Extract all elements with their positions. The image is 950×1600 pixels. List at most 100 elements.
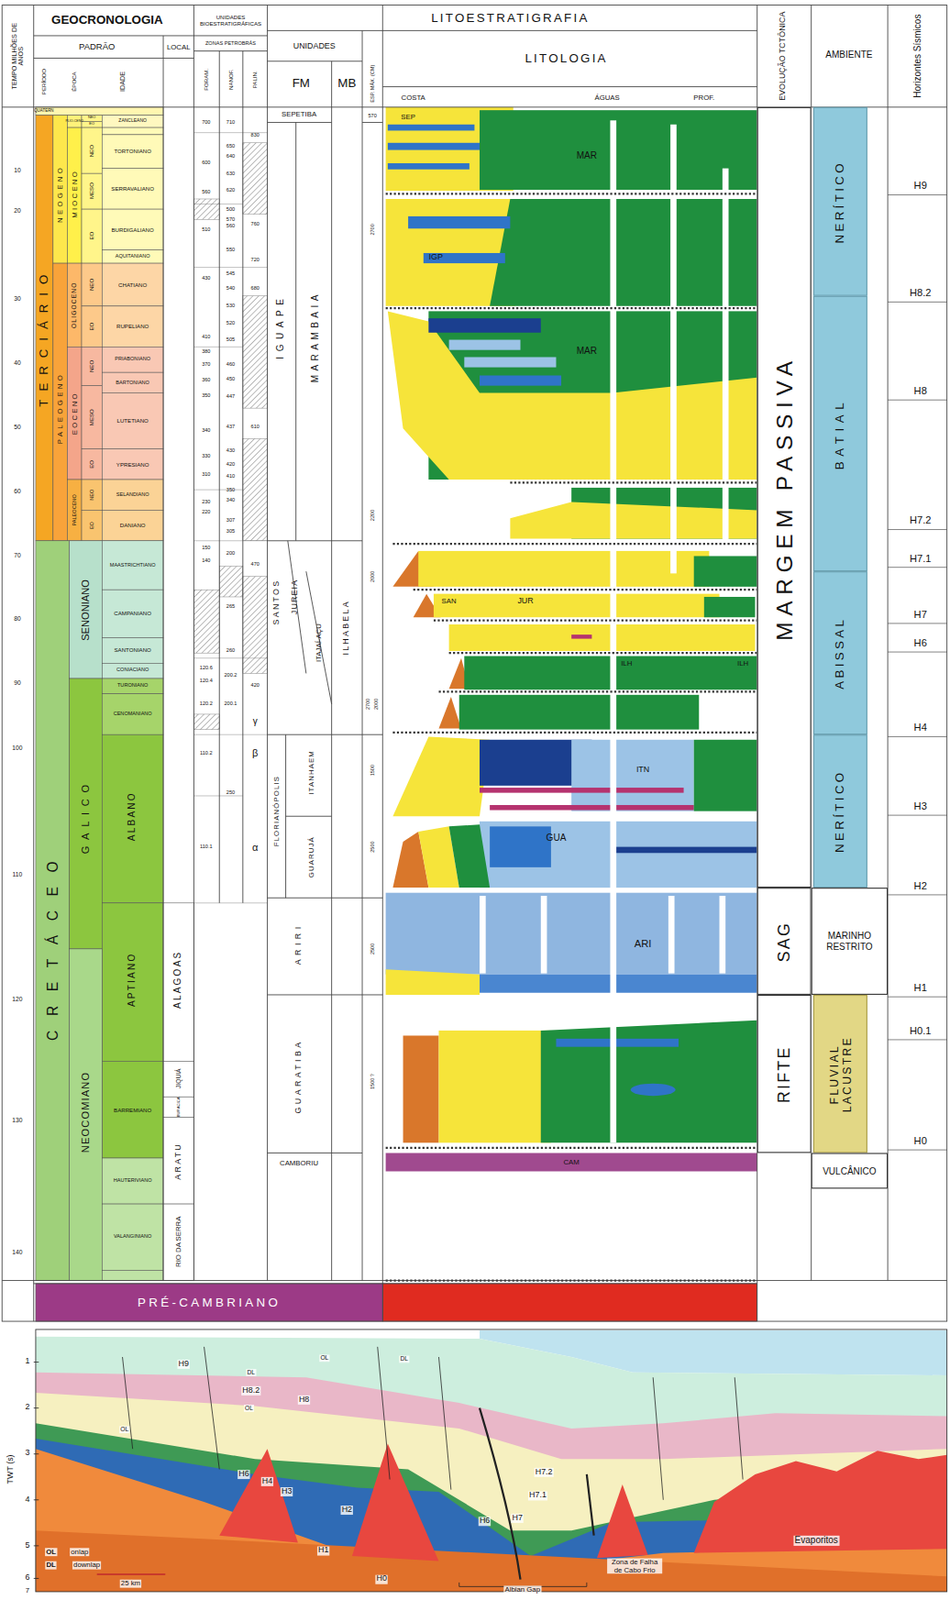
chart-label: 505 (226, 336, 235, 343)
chart-label: 120.2 (199, 701, 213, 707)
chart-label: TURONIANO (117, 683, 148, 689)
environment-band: MARINHO RESTRITO (811, 887, 888, 995)
geochron-cells (81, 479, 102, 510)
chart-label: EVOLUÇÃO TCTÔNICA (779, 10, 789, 102)
table-grid (362, 897, 383, 899)
lithology-column (489, 826, 552, 868)
chart-label: 150 (201, 545, 210, 552)
geochron-cells (53, 263, 68, 542)
fault-lines (33, 1453, 40, 1455)
chart-label: MESO (88, 408, 96, 426)
seismic-section (35, 1336, 948, 1592)
chart-label: YPRESIANO (116, 461, 150, 468)
biozone-gaps (193, 589, 220, 653)
chart-label: 40 (13, 359, 21, 366)
table-grid (267, 734, 363, 736)
chart-label: H0 (914, 1135, 928, 1147)
biozone-lines (193, 795, 243, 796)
chart-label: 307 (226, 517, 235, 523)
chart-label: H6 (237, 1469, 251, 1480)
chart-label: PALIN. (252, 70, 259, 89)
chart-label: 710 (226, 119, 235, 125)
chart-label: MAASTRICHTIANO (110, 562, 156, 568)
chart-label: 610 (251, 423, 260, 430)
chart-label: 540 (226, 286, 235, 292)
chart-label: 410 (226, 474, 235, 480)
band-label: MARGEM PASSIVA (771, 354, 797, 641)
chart-label: Horizontes Sísmicos (913, 10, 924, 102)
lithology-column (386, 107, 758, 1172)
chart-label: ÁGUAS (594, 94, 619, 103)
lithology-column (479, 787, 685, 794)
geochron-cells (163, 1096, 194, 1117)
geochron-cells (382, 1283, 757, 1322)
chart-label: Zona de Falha de Cabo Frio (607, 1558, 663, 1575)
geochron-cells (66, 479, 82, 542)
chart-label: OL (243, 1404, 255, 1412)
chart-label: 70 (13, 552, 21, 560)
table-grid (219, 51, 221, 904)
geochron-cells (163, 1060, 194, 1097)
chart-label: H9 (914, 179, 928, 191)
lithology-column (418, 551, 709, 587)
table-grid (887, 5, 889, 1282)
geochron-cells (101, 541, 164, 590)
geochron-cells (35, 107, 164, 116)
chart-label: BURACICA (176, 1096, 181, 1117)
chart-label: 3 (25, 1449, 31, 1459)
environment-band: VULCÂNICO (811, 1152, 888, 1189)
chart-label: onlap (69, 1547, 89, 1557)
unconformity-lines (509, 481, 757, 484)
fault-lines (35, 1329, 948, 1592)
geochron-cells (35, 107, 758, 1322)
unconformity-lines (433, 618, 758, 621)
chart-label: 120.6 (199, 665, 213, 672)
chart-label: 220 (201, 509, 210, 516)
chart-label: OL (319, 1354, 330, 1361)
lithology-column (489, 198, 758, 307)
chart-label: CAMBORIU (279, 1159, 319, 1168)
chart-label: 50 (13, 424, 21, 431)
chart-label: γ (253, 717, 258, 728)
chart-label: 110.1 (199, 844, 213, 851)
chart-label: 470 (251, 561, 260, 567)
biozone-lines (193, 132, 267, 904)
lithology-column (509, 501, 757, 539)
chart-label: HAUTERIVIANO (113, 1177, 153, 1183)
chart-label: BURDIGALIANO (111, 226, 155, 233)
chart-label: ARI (634, 938, 652, 950)
geochron-cells (81, 209, 102, 264)
chart-label: 2000 (369, 571, 376, 583)
table-grid (193, 5, 195, 1282)
lithology-column (449, 824, 491, 888)
chart-label: EO (88, 460, 96, 469)
chart-label: OL (119, 1425, 130, 1433)
table-grid (287, 541, 307, 674)
chart-label: 140 (201, 558, 210, 564)
chart-label: ITAJAÍ-AÇU (314, 623, 323, 663)
band-label: VULCÂNICO (822, 1165, 876, 1177)
chart-label: H9 (176, 1359, 190, 1370)
chart-label: ÉPOCA (71, 71, 78, 91)
chart-label: SERRAVALIANO (110, 185, 155, 192)
chart-label: H2 (914, 880, 928, 892)
chart-label: 700 (201, 119, 210, 125)
chart-label: 2700 (369, 223, 376, 235)
chart-label: LITOESTRATIGRAFIA (430, 11, 589, 26)
chart-label: H8.2 (909, 287, 932, 299)
chart-label: 510 (201, 226, 210, 232)
chart-label: 260 (226, 648, 235, 654)
geochron-cells (101, 115, 164, 128)
tectonic-band: RIFTE (757, 994, 812, 1153)
unconformity-lines (449, 651, 758, 654)
chart-label: ILH (620, 659, 632, 668)
geochron-cells (66, 263, 82, 347)
chart-label: 2500 (369, 840, 376, 852)
horizon-lines (887, 996, 948, 998)
lithology-column (541, 895, 548, 974)
chart-label: CRETÁCEO (44, 847, 61, 1041)
lithology-column (612, 847, 758, 854)
chart-label: 720 (251, 257, 260, 264)
biozone-gaps (243, 438, 268, 541)
unconformity-lines (386, 1147, 758, 1149)
